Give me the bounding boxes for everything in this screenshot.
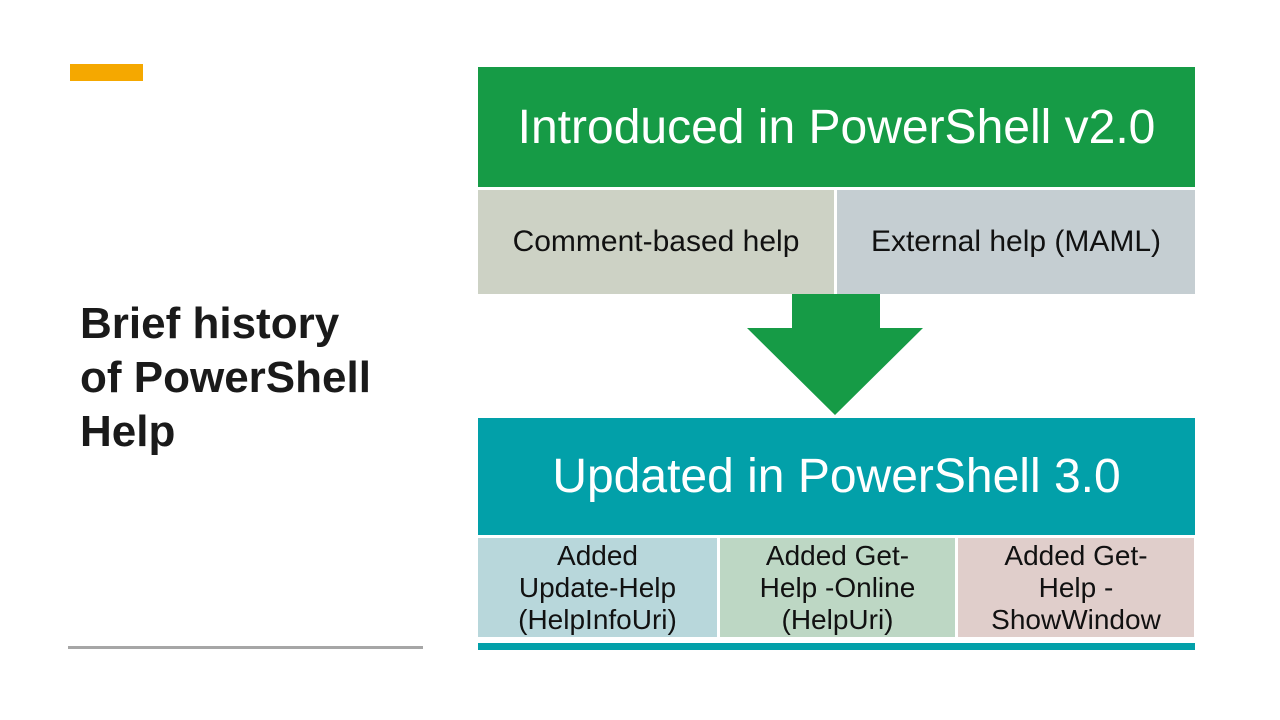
slide-title-line: Help [80, 407, 176, 457]
v2-cell-external-label: External help (MAML) [870, 225, 1162, 258]
v3-cell-online-line: (HelpUri) [781, 603, 894, 635]
slide-title-line: of PowerShell [80, 353, 371, 403]
v3-cell-update-help: Added Update-Help (HelpInfoUri) [478, 538, 717, 637]
accent-bar [70, 64, 143, 81]
v3-cell-update-line: Update-Help [518, 571, 677, 603]
v3-cell-showwin-line: Help - [1038, 571, 1114, 603]
v3-cell-update-line: Added [557, 539, 638, 571]
v3-cell-showwin-line: Added Get- [1004, 539, 1148, 571]
v3-cell-update-line: (HelpInfoUri) [518, 603, 677, 635]
v3-cell-online-line: Help -Online [759, 571, 916, 603]
v3-cell-get-help-showwindow: Added Get- Help - ShowWindow [958, 538, 1194, 637]
v2-cell-external-help: External help (MAML) [837, 190, 1195, 294]
v3-header-box: Updated in PowerShell 3.0 [478, 418, 1195, 535]
v2-header-label: Introduced in PowerShell v2.0 [517, 100, 1156, 154]
slide-title: Brief history of PowerShell Help [80, 297, 460, 459]
v2-cell-comment-label: Comment-based help [512, 225, 800, 258]
footer-divider-line [68, 646, 423, 649]
slide-title-line: Brief history [80, 299, 340, 349]
v2-header-box: Introduced in PowerShell v2.0 [478, 67, 1195, 187]
bottom-accent-bar [478, 643, 1195, 650]
down-arrow-icon [747, 294, 923, 415]
v2-cell-comment-based-help: Comment-based help [478, 190, 834, 294]
v3-cell-showwin-line: ShowWindow [991, 603, 1161, 635]
v3-cell-get-help-online: Added Get- Help -Online (HelpUri) [720, 538, 955, 637]
v3-header-label: Updated in PowerShell 3.0 [552, 450, 1121, 503]
v3-cell-online-line: Added Get- [765, 539, 910, 571]
